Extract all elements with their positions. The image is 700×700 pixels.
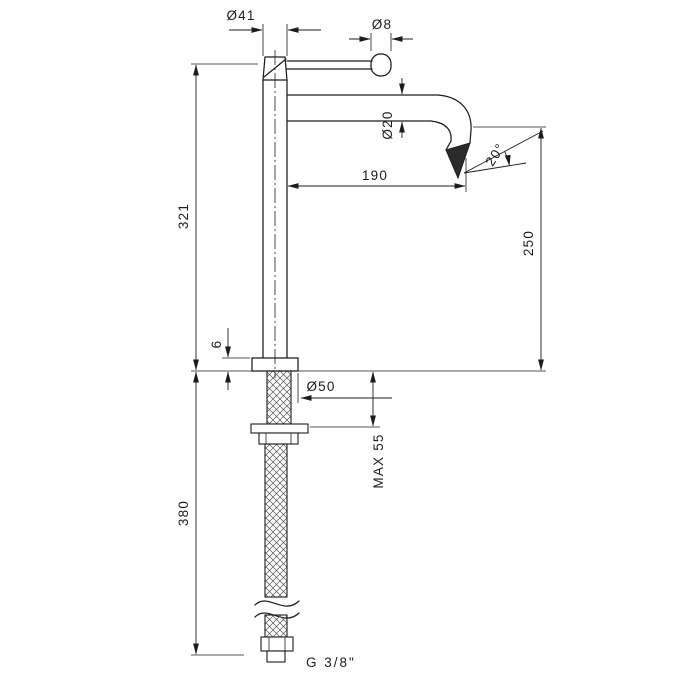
dim-spout-height: 250	[521, 230, 536, 256]
below-deck-assembly	[250, 370, 309, 663]
dim-spout-reach: 190	[362, 168, 388, 183]
threaded-shank	[266, 370, 292, 425]
dim-hose-length: 380	[176, 500, 191, 526]
dim-angle-annotation	[463, 130, 544, 174]
dim-base-diameter: Ø50	[306, 379, 335, 394]
thread-size-label: G 3/8"	[306, 655, 356, 670]
dim-spout-angle: 20°	[482, 140, 508, 168]
hose-end-nut	[260, 636, 294, 652]
lever-handle	[286, 53, 392, 77]
mounting-washer	[250, 423, 309, 434]
dim-lever-diameter: Ø8	[372, 17, 392, 32]
aerator-tip	[445, 142, 471, 180]
dimensions: Ø41 Ø8 Ø20 190 20° 321 250 6 Ø50 MAX 55 …	[176, 8, 546, 670]
dim-body-diameter: Ø41	[226, 8, 255, 23]
flexible-hose-upper	[264, 443, 288, 598]
flexible-hose-lower	[264, 614, 288, 638]
faucet-outline	[251, 53, 472, 372]
break-symbol	[254, 600, 300, 607]
hose-end-tip	[266, 650, 286, 663]
mounting-nut	[258, 432, 299, 445]
dim-spout-diameter: Ø20	[380, 110, 395, 139]
dim-base-thickness: 6	[209, 340, 224, 349]
dim-max-counter: MAX 55	[371, 433, 386, 488]
spout	[286, 94, 472, 180]
dim-total-height: 321	[176, 203, 191, 229]
